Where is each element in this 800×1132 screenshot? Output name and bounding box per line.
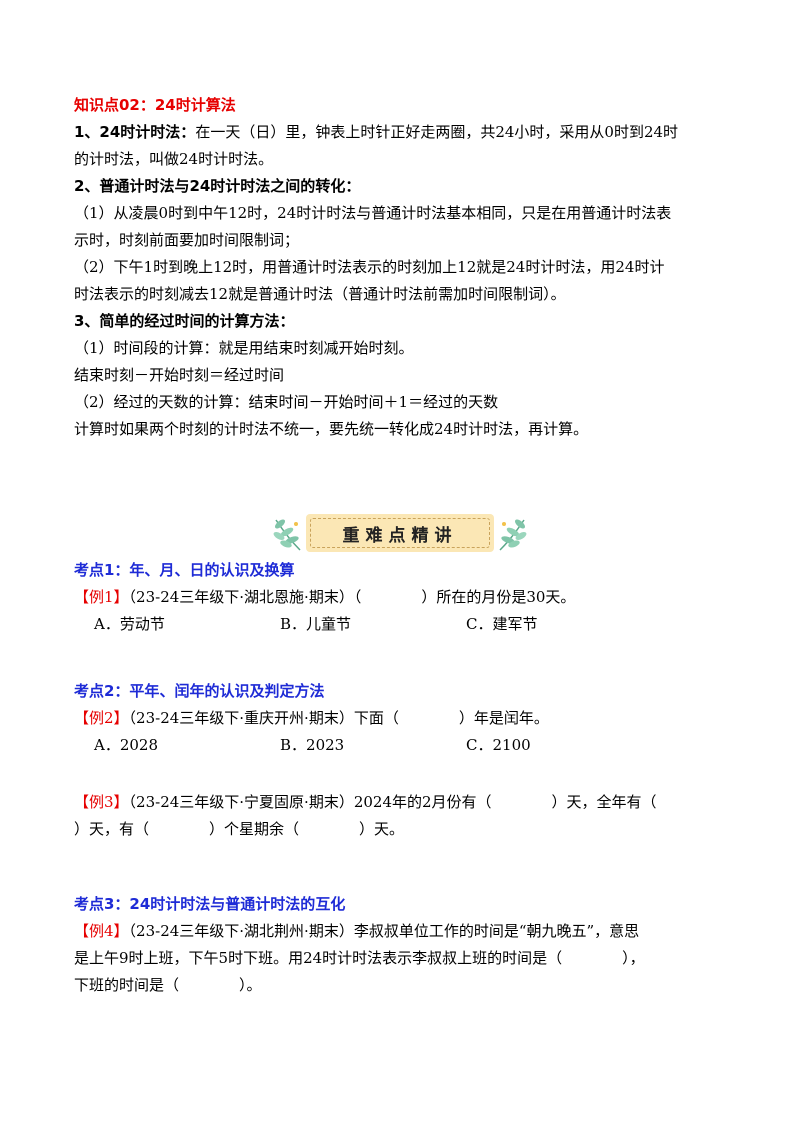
kaodian-3: 考点3：24时计时法与普通计时法的互化 【例4】（23-24三年级下·湖北荆州·… <box>74 894 734 1002</box>
spacer <box>74 762 734 792</box>
document-page: 知识点02：24时计算法 1、24时计时法：在一天（日）里，钟表上时针正好走两圈… <box>74 95 734 446</box>
p2-heading: 2、普通计时法与24时计时法之间的转化： <box>74 177 361 195</box>
p2-a-line2: 示时，时刻前面要加时间限制词； <box>74 231 300 249</box>
example-4-cont-1: 是上午9时上班，下午5时下班。用24时计时法表示李叔叔上班的时间是（ ）， <box>74 949 645 967</box>
example-4-text: （23-24三年级下·湖北荆州·期末）李叔叔单位工作的时间是“朝九晚五”，意思 <box>128 922 640 940</box>
example-2: 【例2】（23-24三年级下·重庆开州·期末）下面（ ）年是闰年。 <box>74 708 734 728</box>
example-2-options: A．2028 B．2023 C．2100 <box>74 735 734 755</box>
knowledge-title: 知识点02：24时计算法 <box>74 96 236 114</box>
p3-heading: 3、简单的经过时间的计算方法： <box>74 312 295 330</box>
kaodian1-title: 考点1：年、月、日的认识及换算 <box>74 561 295 579</box>
example-4-label: 【例4】 <box>74 922 129 940</box>
option-a[interactable]: A．劳动节 <box>94 615 165 633</box>
p3-b: 结束时刻－开始时刻＝经过时间 <box>74 366 285 384</box>
example-3-continuation: ）天，有（ ）个星期余（ ）天。 <box>74 820 405 838</box>
example-2-label: 【例2】 <box>74 709 129 727</box>
option-c[interactable]: C．2100 <box>466 736 531 754</box>
section-banner: 重难点精讲 <box>270 510 530 556</box>
example-4: 【例4】（23-24三年级下·湖北荆州·期末）李叔叔单位工作的时间是“朝九晚五”… <box>74 921 734 941</box>
p2-b-line2: 时法表示的时刻减去12就是普通计时法（普通计时法前需加时间限制词）。 <box>74 285 566 303</box>
example-1-options: A．劳动节 B．儿童节 C．建军节 <box>74 614 734 634</box>
kaodian3-title: 考点3：24时计时法与普通计时法的互化 <box>74 895 346 913</box>
paragraph-1: 1、24时计时法：在一天（日）里，钟表上时针正好走两圈，共24小时，采用从0时到… <box>74 122 734 142</box>
example-1: 【例1】（23-24三年级下·湖北恩施·期末）（ ）所在的月份是30天。 <box>74 587 734 607</box>
p3-d: 计算时如果两个时刻的计时法不统一，要先统一转化成24时计时法，再计算。 <box>74 420 589 438</box>
example-4-cont-2: 下班的时间是（ ）。 <box>74 976 262 994</box>
option-b[interactable]: B．2023 <box>280 736 345 754</box>
banner-title: 重难点精讲 <box>306 514 494 552</box>
leaf-sprig-icon <box>499 519 527 551</box>
example-3-text: （23-24三年级下·宁夏固原·期末）2024年的2月份有（ ）天，全年有（ <box>128 793 657 811</box>
option-c[interactable]: C．建军节 <box>466 615 538 633</box>
example-3-label: 【例3】 <box>74 793 129 811</box>
p1-text: 在一天（日）里，钟表上时针正好走两圈，共24小时，采用从0时到24时 <box>195 123 679 141</box>
example-1-label: 【例1】 <box>74 588 129 606</box>
p1-heading: 1、24时计时法： <box>74 123 196 141</box>
kaodian2-title: 考点2：平年、闰年的认识及判定方法 <box>74 682 325 700</box>
leaf-sprig-icon <box>273 519 301 551</box>
kaodian-1: 考点1：年、月、日的认识及换算 【例1】（23-24三年级下·湖北恩施·期末）（… <box>74 560 734 641</box>
p2-a-line1: （1）从凌晨0时到中午12时，24时计时法与普通计时法基本相同，只是在用普通计时… <box>74 204 672 222</box>
example-3: 【例3】（23-24三年级下·宁夏固原·期末）2024年的2月份有（ ）天，全年… <box>74 792 734 812</box>
p3-a: （1）时间段的计算：就是用结束时刻减开始时刻。 <box>74 339 414 357</box>
example-1-text: （23-24三年级下·湖北恩施·期末）（ ）所在的月份是30天。 <box>128 588 576 606</box>
example-2-text: （23-24三年级下·重庆开州·期末）下面（ ）年是闰年。 <box>128 709 549 727</box>
kaodian-2: 考点2：平年、闰年的认识及判定方法 【例2】（23-24三年级下·重庆开州·期末… <box>74 681 734 846</box>
option-b[interactable]: B．儿童节 <box>280 615 352 633</box>
p3-c: （2）经过的天数的计算：结束时间－开始时间＋1＝经过的天数 <box>74 393 499 411</box>
p1-continuation: 的计时法，叫做24时计时法。 <box>74 150 274 168</box>
option-a[interactable]: A．2028 <box>94 736 159 754</box>
p2-b-line1: （2）下午1时到晚上12时，用普通计时法表示的时刻加上12就是24时计时法，用2… <box>74 258 665 276</box>
